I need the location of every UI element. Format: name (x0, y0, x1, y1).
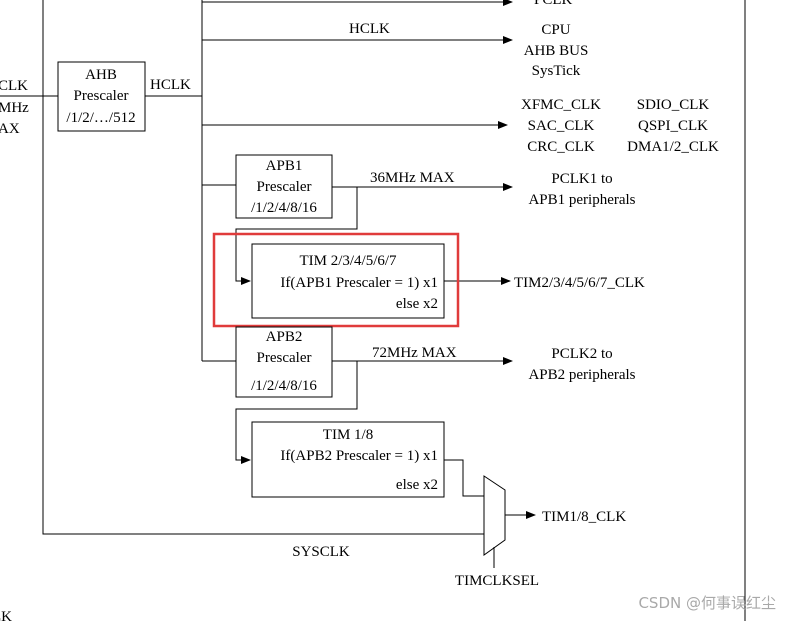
tim-apb1-box (251, 243, 445, 319)
highlight-box (212, 232, 460, 328)
apb1-max-label: 36MHz MAX (370, 170, 455, 186)
tim-apb2-to-mux (444, 459, 484, 497)
periph-sdio: SDIO_CLK (637, 97, 710, 113)
apb1-prescaler-box (235, 154, 333, 219)
hclk-line-label: HCLK (349, 21, 390, 37)
left-mhz-label: MHz (0, 100, 29, 116)
apb1-sub: Prescaler (257, 179, 312, 195)
ahb-out-label: HCLK (150, 77, 191, 93)
target-systick: SysTick (532, 63, 581, 79)
csdn-watermark: CSDN @何事误红尘 (638, 594, 776, 612)
sysclk-line (42, 0, 484, 535)
apb2-sub: Prescaler (257, 350, 312, 366)
apb1-out-1: PCLK1 to (551, 171, 612, 187)
ahb-title: AHB (85, 67, 117, 83)
periph-dma: DMA1/2_CLK (627, 139, 719, 155)
ahb-sub: Prescaler (74, 88, 129, 104)
tim-apb2-box (251, 421, 445, 498)
left-clk-label: CLK (0, 78, 28, 94)
timclk-mux (483, 475, 506, 556)
left-max-label: AX (0, 121, 20, 137)
apb2-out-2: APB2 peripherals (528, 367, 635, 383)
tim-apb2-out-label: TIM1/8_CLK (542, 509, 626, 525)
tim-apb2-else: else x2 (396, 477, 438, 493)
left-bottom-clk-label: LK (0, 609, 12, 621)
tim-apb1-rule: If(APB1 Prescaler = 1) x1 (280, 275, 438, 291)
periph-sac: SAC_CLK (528, 118, 595, 134)
apb2-title: APB2 (266, 329, 303, 345)
apb2-div: /1/2/4/8/16 (251, 378, 317, 394)
sysclk-label: SYSCLK (292, 544, 350, 560)
tim-apb1-title: TIM 2/3/4/5/6/7 (299, 253, 397, 269)
ahb-prescaler-box (57, 61, 146, 132)
target-cpu: CPU (541, 22, 570, 38)
mux-select-label: TIMCLKSEL (455, 573, 539, 589)
apb1-title: APB1 (266, 158, 303, 174)
target-ahb-bus: AHB BUS (524, 43, 589, 59)
apb2-tim-feed (235, 361, 358, 464)
apb1-tim-feed (235, 187, 358, 285)
tim-apb1-else: else x2 (396, 296, 438, 312)
tim-apb2-rule: If(APB2 Prescaler = 1) x1 (280, 448, 438, 464)
tim-apb1-out-label: TIM2/3/4/5/6/7_CLK (514, 275, 645, 291)
apb1-div: /1/2/4/8/16 (251, 200, 317, 216)
periph-xfmc: XFMC_CLK (521, 97, 601, 113)
periph-qspi: QSPI_CLK (638, 118, 708, 134)
apb2-out-1: PCLK2 to (551, 346, 612, 362)
top-pclk-label: PCLK (534, 0, 573, 8)
ahb-div: /1/2/…/512 (66, 110, 135, 126)
apb2-prescaler-box (235, 326, 333, 398)
tim-apb2-title: TIM 1/8 (323, 427, 373, 443)
periph-crc: CRC_CLK (527, 139, 595, 155)
apb1-out-2: APB1 peripherals (528, 192, 635, 208)
apb2-max-label: 72MHz MAX (372, 345, 457, 361)
